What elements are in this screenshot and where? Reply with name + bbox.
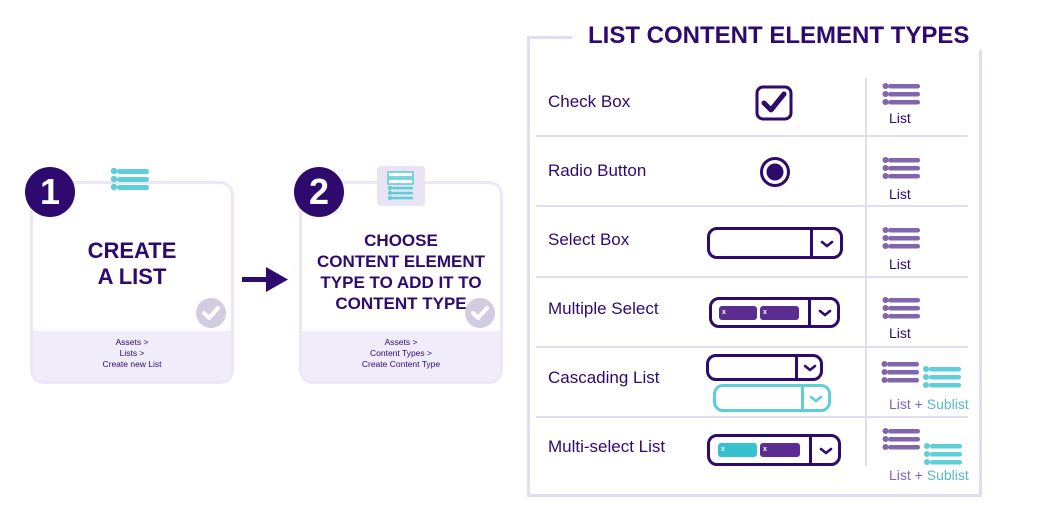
chevron-down-icon: [820, 240, 834, 248]
breadcrumb-item: Assets >: [384, 337, 418, 347]
chevron-down-icon: [819, 447, 833, 455]
caption-list: List +: [889, 467, 923, 483]
chip: x: [718, 443, 757, 457]
cascading-select-child: [713, 384, 831, 412]
list-icon: [882, 83, 920, 105]
list-caption: List: [889, 110, 911, 126]
title-line: A LIST: [97, 264, 167, 289]
step-card: CHOOSE CONTENT ELEMENT TYPE TO ADD IT TO…: [299, 181, 503, 384]
caption-list: List +: [889, 396, 923, 412]
arrow-right-icon: [242, 267, 288, 292]
caption-sublist: Sublist: [926, 467, 969, 483]
title-line: CONTENT TYPE: [335, 294, 467, 313]
chevron-down-icon: [818, 309, 832, 317]
list-sublist-icon: [881, 361, 961, 388]
list-sublist-caption: List + Sublist: [889, 396, 969, 412]
panel-title: LIST CONTENT ELEMENT TYPES: [572, 22, 986, 50]
list-caption: List: [889, 256, 911, 272]
breadcrumb-path: Assets > Lists > Create new List: [33, 331, 231, 381]
chevron-down-icon: [803, 364, 817, 372]
radio-button-icon: [760, 157, 790, 187]
list-icon: [882, 227, 920, 249]
row-label-cascading-list: Cascading List: [548, 368, 660, 387]
list-caption: List: [889, 186, 911, 202]
step-title: CREATE A LIST: [33, 238, 231, 290]
title-line: TYPE TO ADD IT TO: [320, 273, 482, 292]
cascading-select-parent: [706, 354, 823, 381]
row-divider: [536, 135, 968, 137]
breadcrumb-item: Assets >: [115, 337, 149, 347]
chip: x: [760, 443, 800, 457]
chip: x: [760, 306, 799, 320]
breadcrumb-item: Create Content Type: [361, 359, 441, 369]
checkbox-icon: [755, 85, 793, 121]
form-list-icon: [377, 166, 425, 206]
list-icon: [882, 297, 920, 319]
step-number-badge: 1: [25, 167, 75, 217]
chevron-down-icon: [809, 395, 823, 403]
multiple-select-control: x x: [709, 297, 840, 328]
list-icon: [882, 157, 920, 179]
title-line: CREATE: [87, 238, 177, 263]
list-icon: [110, 167, 149, 191]
row-label-multiple-select: Multiple Select: [548, 299, 659, 318]
row-divider: [536, 276, 968, 278]
check-circle-icon: [465, 298, 495, 328]
title-line: CHOOSE: [364, 231, 438, 250]
list-caption: List: [889, 325, 911, 341]
row-label-select-box: Select Box: [548, 230, 630, 249]
list-sublist-caption: List + Sublist: [889, 467, 969, 483]
row-divider: [536, 205, 968, 207]
breadcrumb-item: Content Types >: [370, 348, 432, 358]
select-box-control: [707, 227, 843, 259]
row-label-radio-button: Radio Button: [548, 161, 647, 180]
step-number-badge: 2: [294, 167, 344, 217]
multi-select-list-control: x x: [707, 434, 841, 466]
column-divider: [865, 78, 867, 466]
breadcrumb-item: Lists >: [119, 348, 145, 358]
title-line: CONTENT ELEMENT: [316, 252, 486, 271]
step-title: CHOOSE CONTENT ELEMENT TYPE TO ADD IT TO…: [302, 230, 500, 314]
chip: x: [719, 306, 757, 320]
row-label-multi-select-list: Multi-select List: [548, 437, 666, 456]
breadcrumb-item: Create new List: [102, 359, 162, 369]
list-sublist-icon: [882, 428, 962, 465]
row-divider: [536, 416, 968, 418]
row-divider: [536, 346, 968, 348]
caption-sublist: Sublist: [926, 396, 969, 412]
row-label-check-box: Check Box: [548, 92, 631, 111]
step-card: CREATE A LIST Assets > Lists > Create ne…: [30, 181, 234, 384]
breadcrumb-path: Assets > Content Types > Create Content …: [302, 331, 500, 381]
check-circle-icon: [196, 298, 226, 328]
